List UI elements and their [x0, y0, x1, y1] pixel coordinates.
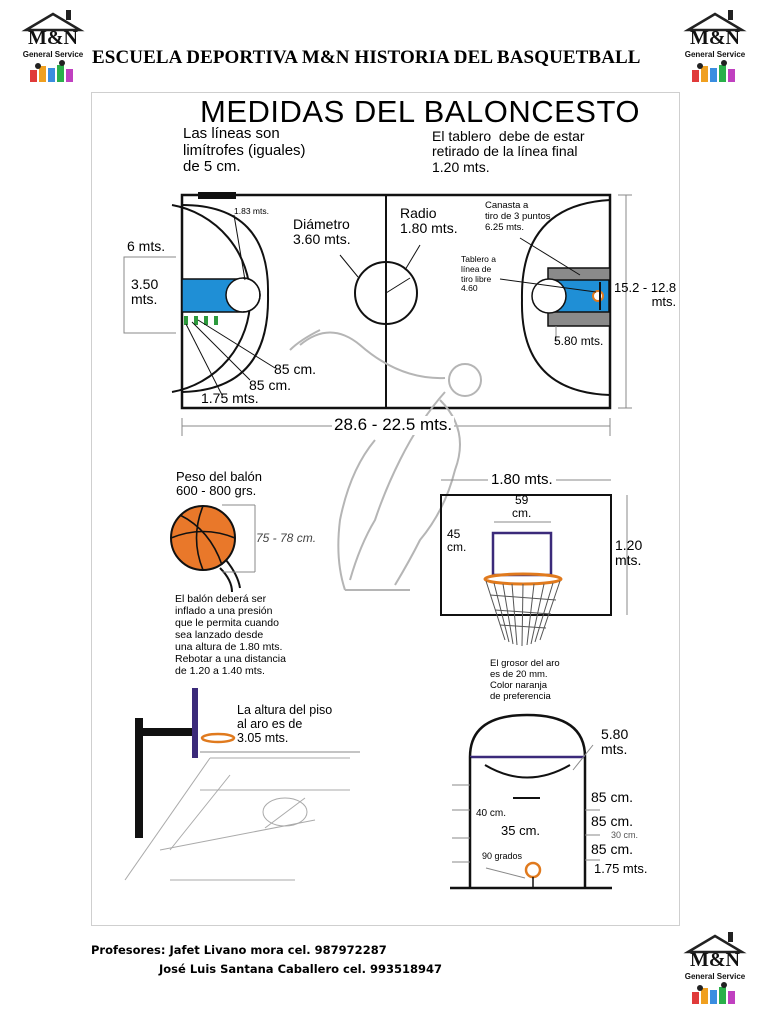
key-85a: 85 cm. — [591, 789, 634, 805]
document-title: ESCUELA DEPORTIVA M&N HISTORIA DEL BASQU… — [92, 47, 641, 68]
ball-weight: Peso del balón 600 - 800 grs. — [176, 469, 263, 499]
board-45: 45 cm. — [447, 527, 467, 555]
board-width: 1.80 mts. — [488, 471, 556, 489]
key-30: 30 cm. — [611, 830, 639, 840]
key-40: 40 cm. — [476, 808, 507, 819]
logo-top-right: M&N General Service — [680, 8, 750, 88]
logo-sub-text: General Service — [684, 972, 746, 981]
dim-580: 5.80 mts. — [554, 334, 604, 348]
logo-sub-text: General Service — [22, 50, 84, 59]
footer-line-2: José Luis Santana Caballero cel. 9935189… — [159, 962, 442, 976]
key-85c: 85 cm. — [591, 841, 634, 857]
backboard-note: El tablero debe de estar retirado de la … — [432, 128, 585, 175]
free-throw-label: Tablero a línea de tiro libre 4.60 — [461, 254, 496, 294]
radio-label: Radio 1.80 mts. — [400, 205, 458, 237]
board-59: 59 cm. — [512, 493, 532, 521]
key-580: 5.80 mts. — [601, 726, 629, 758]
key-90: 90 grados — [482, 851, 523, 861]
logo-mark-text: M&N — [690, 949, 740, 971]
dim-85a: 85 cm. — [274, 361, 317, 377]
ball-size: 75 - 78 cm. — [256, 531, 317, 545]
lines-note: Las líneas son limítrofes (iguales) de 5… — [183, 125, 306, 175]
dim-width: 15.2 - 12.8 mts. — [614, 280, 677, 310]
logo-mark-text: M&N — [690, 27, 740, 49]
logo-bottom-right: M&N General Service — [680, 930, 750, 1010]
key-175: 1.75 mts. — [594, 861, 648, 876]
key-85b: 85 cm. — [591, 813, 634, 829]
key-35: 35 cm. — [501, 823, 541, 838]
aro-note: El grosor del aro es de 20 mm. Color nar… — [490, 658, 560, 702]
ball-note: El balón deberá ser inflado a una presió… — [175, 593, 286, 678]
hoop-height: La altura del piso al aro es de 3.05 mts… — [237, 703, 333, 745]
poster-frame — [91, 92, 680, 926]
three-point-label: Canasta a tiro de 3 puntos 6.25 mts. — [485, 200, 551, 233]
board-120: 1.20 mts. — [615, 537, 643, 569]
dim-length: 28.6 - 22.5 mts. — [332, 415, 455, 435]
logo-top-left: M&N General Service — [18, 8, 88, 88]
logo-sub-text: General Service — [684, 50, 746, 59]
dim-175: 1.75 mts. — [201, 390, 259, 406]
dim-350: 3.50 mts. — [131, 276, 159, 308]
footer-line-1: Profesores: Jafet Livano mora cel. 98797… — [91, 943, 387, 957]
dim-85b: 85 cm. — [249, 377, 292, 393]
diametro-label: Diámetro 3.60 mts. — [293, 216, 351, 248]
dim-6: 6 mts. — [127, 238, 166, 254]
dim-183: 1.83 mts. — [234, 206, 269, 216]
poster-title: MEDIDAS DEL BALONCESTO — [200, 94, 640, 129]
logo-mark-text: M&N — [28, 27, 78, 49]
